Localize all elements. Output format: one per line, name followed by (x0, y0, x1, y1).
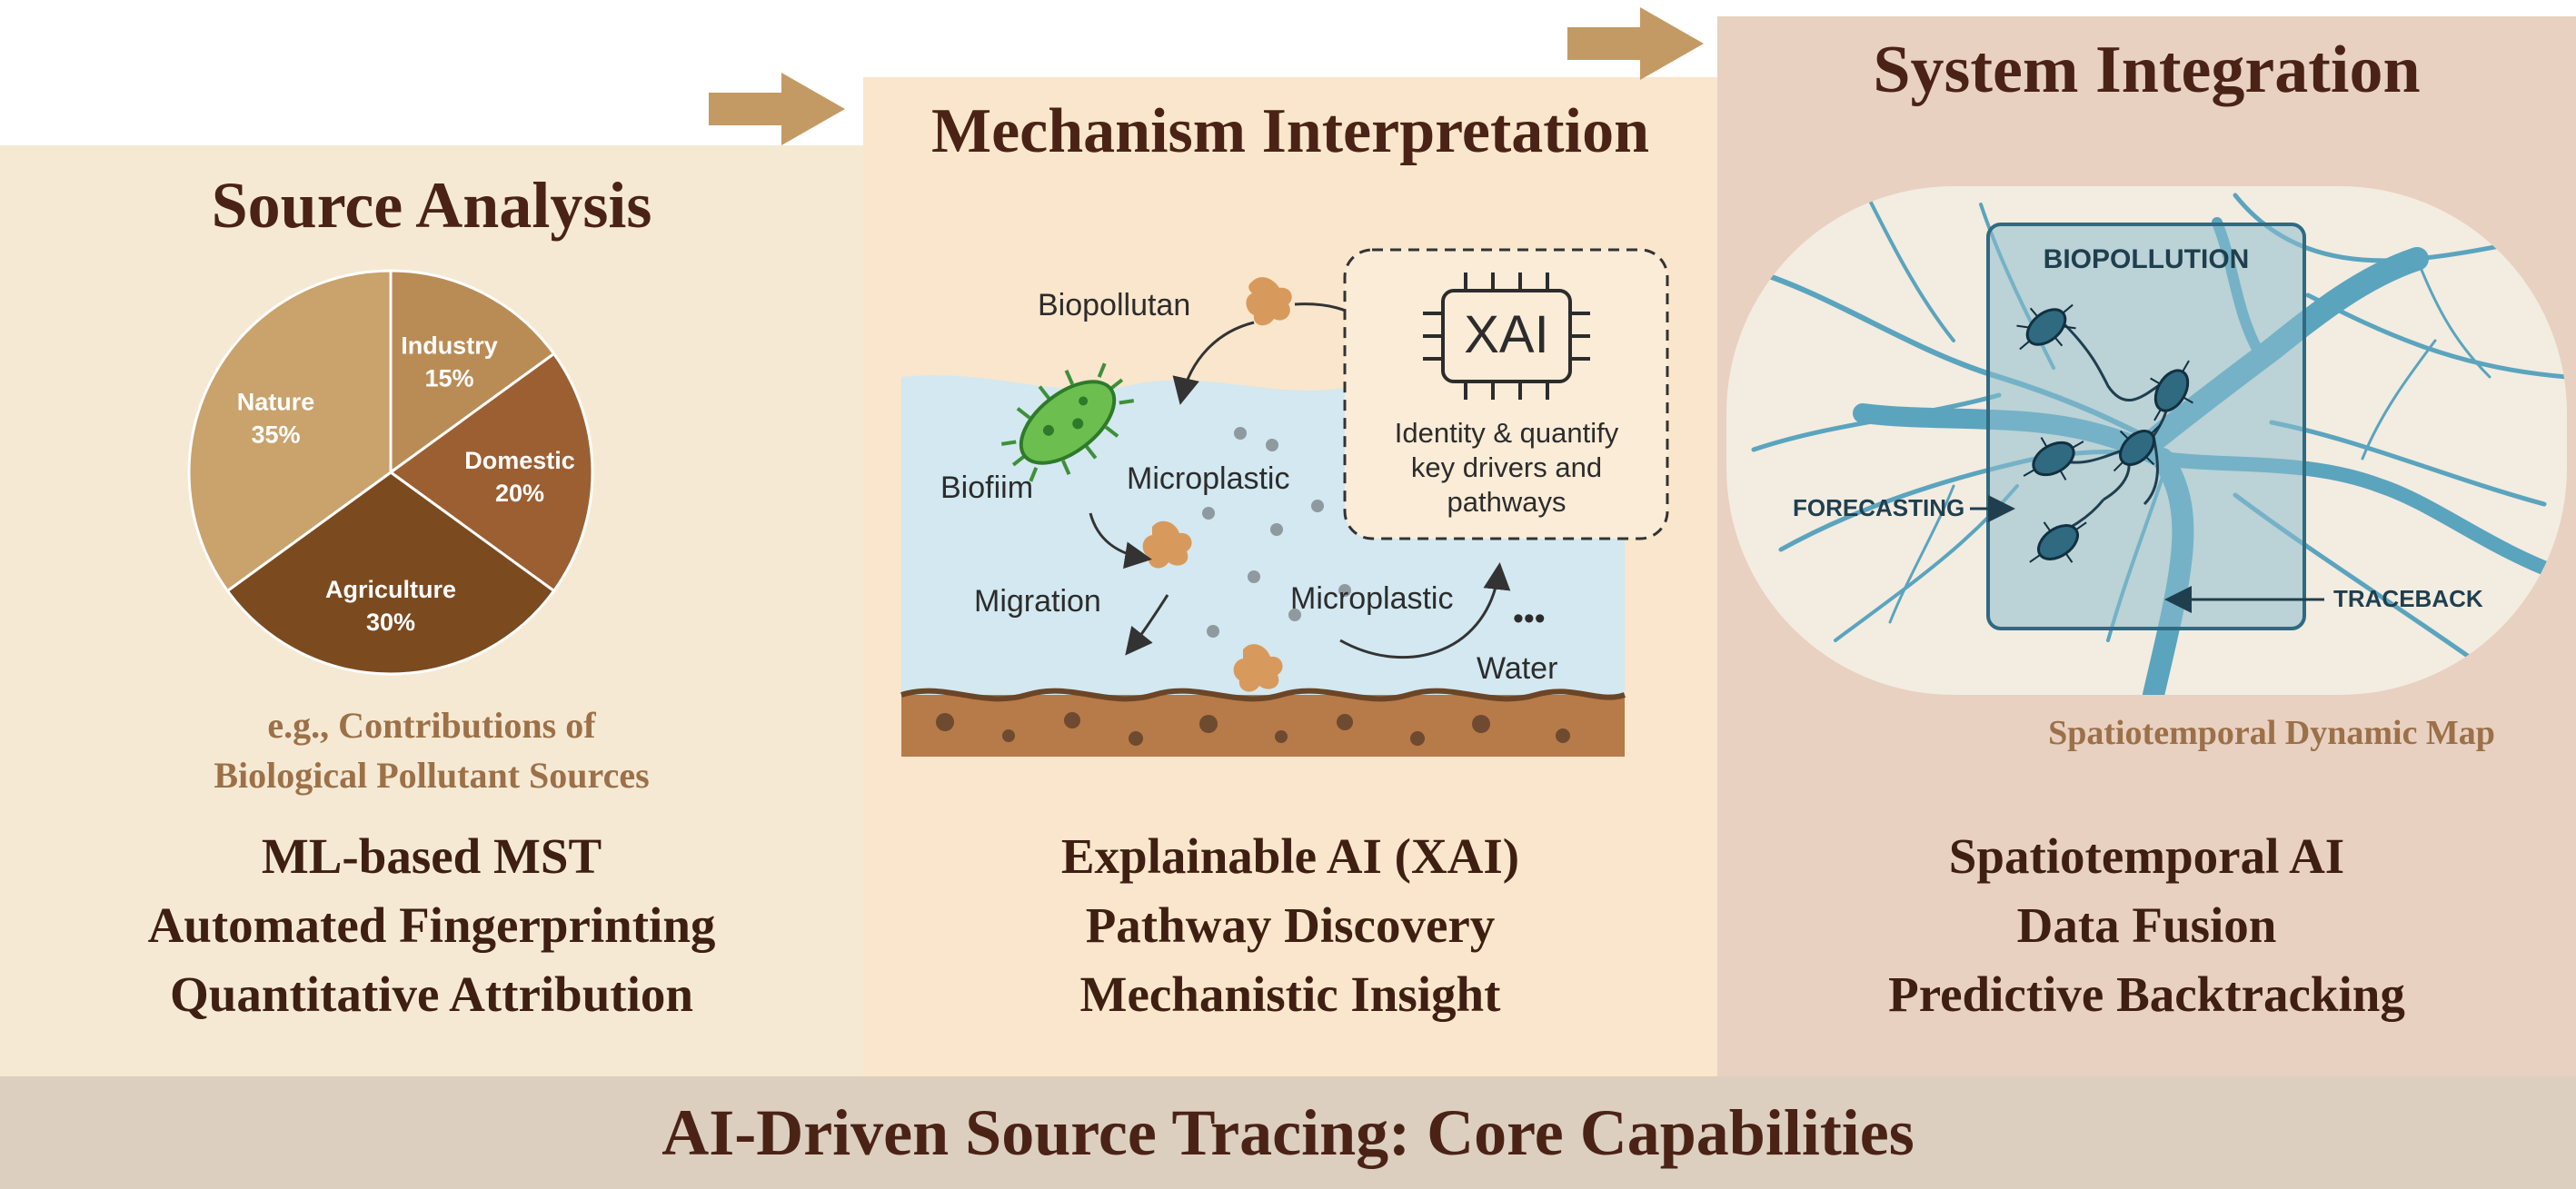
pie-slice-agriculture (225, 471, 556, 676)
source-analysis-title: Source Analysis (211, 169, 652, 242)
ellipsis-label: ••• (1513, 601, 1546, 636)
microplastic-particles (1202, 427, 1351, 638)
mechanism-interpretation-title: Mechanism Interpretation (931, 96, 1649, 166)
capability-item: Spatiotemporal AI (1948, 828, 2345, 884)
pathogen-cells (2016, 303, 2193, 563)
step-arrow-1 (709, 73, 845, 145)
pie-label-industry: Industry (401, 332, 498, 359)
step-arrow-2 (1567, 7, 1704, 80)
system-integration-title: System Integration (1873, 33, 2421, 107)
biopollutant-blob (1246, 277, 1292, 326)
biopollutant-blob (1142, 520, 1192, 569)
pie-label-domestic: Domestic (464, 447, 575, 474)
capability-item: Data Fusion (2016, 897, 2277, 953)
bacterium-icon (1000, 362, 1135, 482)
system-integration-capabilities: Spatiotemporal AI Data Fusion Predictive… (1717, 822, 2576, 1029)
biopollution-label: BIOPOLLUTION (2044, 244, 2250, 274)
map-caption: Spatiotemporal Dynamic Map (2048, 714, 2495, 752)
pie-label-nature: Nature (237, 389, 315, 416)
footer-banner (0, 1076, 2576, 1189)
microplastic-label-2: Microplastic (1290, 581, 1453, 616)
pie-chart: Industry 15% Domestic 20% Agriculture 30% Natu… (187, 269, 594, 676)
pie-slice-nature (187, 269, 393, 593)
biofilm-label: Biofiim (940, 471, 1033, 505)
pie-caption-line1: e.g., Contributions of (267, 705, 596, 746)
capability-item: ML-based MST (261, 828, 602, 884)
pie-percent-nature: 35% (251, 421, 300, 449)
mechanism-illustration: XAI Identity & quantify key drivers and … (900, 248, 1669, 757)
capability-item: Automated Fingerprinting (147, 897, 716, 953)
source-analysis-capabilities: ML-based MST Automated Fingerprinting Qu… (0, 822, 863, 1029)
microplastic-label: Microplastic (1127, 461, 1289, 496)
pie-caption-line2: Biological Pollutant Sources (214, 755, 650, 796)
xai-description-line2: key drivers and (1411, 451, 1602, 483)
sediment-particles (936, 712, 1570, 746)
mechanism-interpretation-capabilities: Explainable AI (XAI) Pathway Discovery M… (863, 822, 1717, 1029)
chip-icon (1423, 272, 1590, 400)
pie-label-agriculture: Agriculture (325, 576, 456, 603)
pie-percent-agriculture: 30% (366, 609, 415, 636)
forecasting-label: FORECASTING (1793, 494, 1964, 521)
xai-description-line3: pathways (1447, 486, 1566, 518)
sediment-layer (901, 695, 1625, 757)
biopollutant-blob (1233, 644, 1283, 692)
migration-label: Migration (974, 584, 1101, 619)
spatiotemporal-map: BIOPOLLUTION FORECASTING TRACEBACK (1726, 186, 2567, 695)
traceback-label: TRACEBACK (2333, 585, 2483, 612)
xai-description-line1: Identity & quantify (1395, 417, 1619, 449)
capability-item: Quantitative Attribution (170, 966, 693, 1022)
water-label: Water (1477, 651, 1557, 686)
footer-title: AI-Driven Source Tracing: Core Capabilit… (661, 1096, 1915, 1169)
capability-item: Pathway Discovery (1085, 897, 1496, 953)
biopollution-zone (1986, 223, 2306, 630)
biopollutant-label: Biopollutan (1038, 288, 1190, 322)
pie-percent-domestic: 20% (495, 480, 544, 507)
pie-slice-industry (389, 269, 556, 475)
capability-item: Mechanistic Insight (1079, 966, 1501, 1022)
pie-slice-domestic (388, 352, 594, 593)
pie-percent-industry: 15% (424, 364, 473, 391)
xai-label: XAI (1464, 305, 1549, 364)
capability-item: Explainable AI (XAI) (1060, 828, 1520, 884)
xai-box (1343, 248, 1669, 540)
capability-item: Predictive Backtracking (1888, 966, 2405, 1022)
